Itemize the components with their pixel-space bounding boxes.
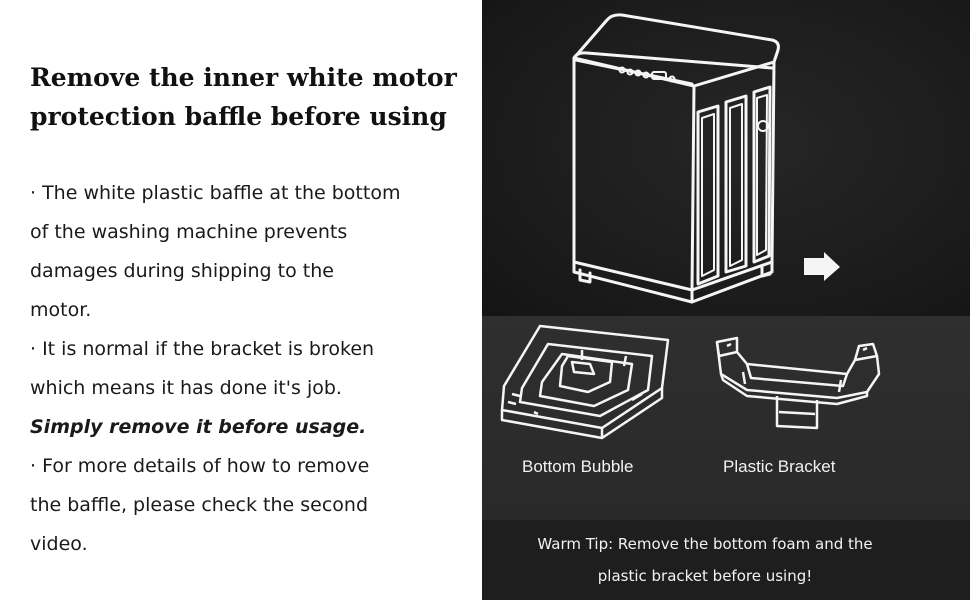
bullet-1-line-3: damages during shipping to the <box>30 260 334 282</box>
warm-tip-line-1: Warm Tip: Remove the bottom foam and the <box>537 535 873 553</box>
plastic-bracket-illustration <box>715 336 881 430</box>
bullet-3-line-1: · For more details of how to remove <box>30 455 370 477</box>
bullet-3-line-2: the baffle, please check the second <box>30 494 369 516</box>
bullet-1-line-4: motor. <box>30 299 92 321</box>
bullet-2-line-2: which means it has done it's job. <box>30 377 342 399</box>
illustration-panel: Bottom Bubble Plastic Bracket Warm Tip: … <box>482 0 970 600</box>
bullet-1-line-1: · The white plastic baffle at the bottom <box>30 182 401 204</box>
text-panel: Remove the inner white motor protection … <box>0 0 482 600</box>
arrow-right-icon <box>804 252 840 281</box>
heading: Remove the inner white motor protection … <box>30 58 460 136</box>
heading-line-2: protection baffle before using <box>30 102 447 131</box>
bullet-3-line-3: video. <box>30 533 88 555</box>
bullet-2-line-1: · It is normal if the bracket is broken <box>30 338 375 360</box>
heading-line-1: Remove the inner white motor <box>30 63 457 92</box>
label-bottom-bubble: Bottom Bubble <box>522 457 634 476</box>
emphasis-line: Simply remove it before usage. <box>30 416 367 438</box>
warm-tip-line-2: plastic bracket before using! <box>597 567 813 585</box>
label-plastic-bracket: Plastic Bracket <box>723 457 836 476</box>
bottom-bubble-illustration <box>500 324 670 440</box>
washing-machine-illustration <box>572 13 840 304</box>
instructions: · The white plastic baffle at the bottom… <box>30 174 460 564</box>
warm-tip: Warm Tip: Remove the bottom foam and the… <box>482 528 928 592</box>
bullet-1-line-2: of the washing machine prevents <box>30 221 348 243</box>
tip-strip <box>482 520 970 600</box>
